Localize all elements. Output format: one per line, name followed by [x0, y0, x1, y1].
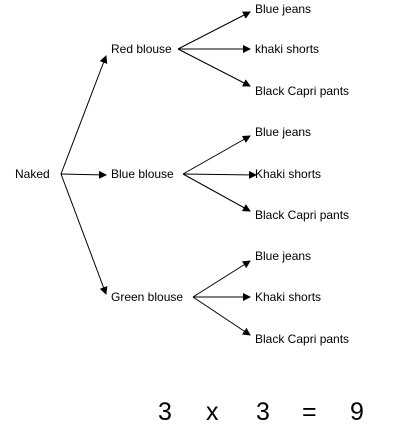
bottom-label-green-khaki: Khaki shorts [255, 290, 322, 304]
equation-equals: = [302, 398, 317, 426]
edge-green-capri [192, 296, 251, 336]
bottom-label-blue-jeans: Blue jeans [255, 125, 312, 139]
blouse-label-blue: Blue blouse [111, 167, 174, 181]
edge-blue-khaki [182, 170, 257, 179]
edge-naked-green [60, 173, 108, 295]
bottom-label-blue-capri: Black Capri pants [255, 208, 350, 222]
equation-factor-a: 3 [158, 398, 172, 426]
edge-blue-capri [182, 173, 251, 212]
edge-blue-jeans [182, 135, 251, 175]
bottom-label-red-capri: Black Capri pants [255, 84, 350, 98]
bottom-label-blue-khaki: Khaki shorts [255, 167, 322, 181]
bottom-label-green-jeans: Blue jeans [255, 249, 312, 263]
edge-naked-red [60, 55, 108, 175]
equation-operator: x [206, 398, 219, 426]
blouse-label-green: Green blouse [111, 290, 184, 304]
blouse-label-red: Red blouse [111, 42, 172, 56]
equation-result: 9 [350, 398, 364, 426]
edge-naked-blue [60, 170, 107, 179]
edge-red-capri [177, 48, 251, 87]
bottom-label-green-capri: Black Capri pants [255, 332, 350, 346]
bottom-label-red-jeans: Blue jeans [255, 2, 312, 16]
edge-red-jeans [177, 11, 251, 50]
bottom-label-red-khaki: khaki shorts [255, 42, 320, 56]
root-label: Naked [15, 167, 50, 181]
edge-green-jeans [192, 260, 251, 298]
equation-factor-b: 3 [256, 398, 270, 426]
